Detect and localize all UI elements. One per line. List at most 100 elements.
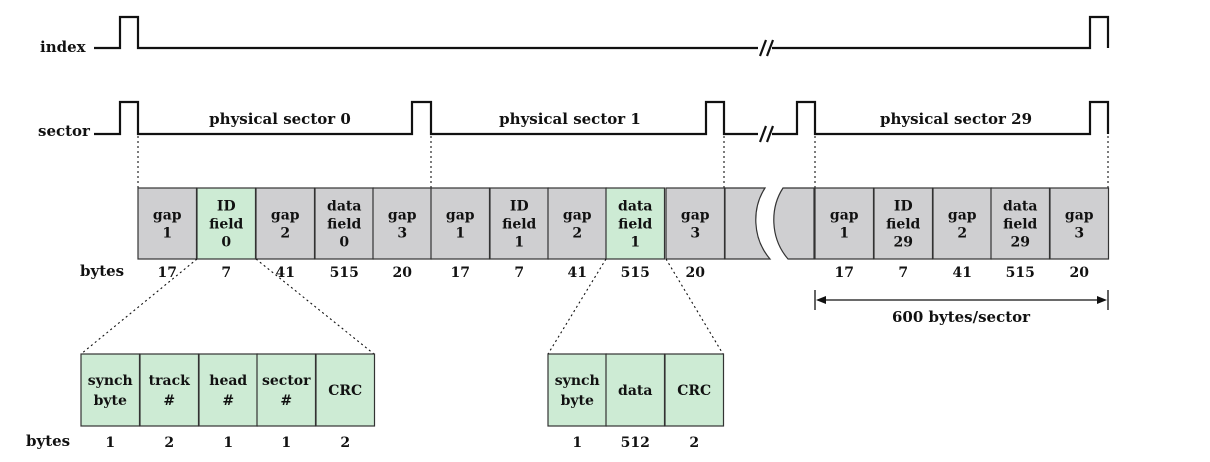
id-detail-cell: sector#1 bbox=[256, 353, 317, 451]
id-detail-cell-text: # bbox=[222, 393, 234, 409]
id-detail-bytes-label: bytes bbox=[26, 432, 70, 450]
track-cell-bytes: 20 bbox=[393, 265, 413, 281]
track-cell-text: gap bbox=[948, 208, 977, 224]
data-detail-cell-box bbox=[547, 353, 608, 427]
track-cell-bytes: 515 bbox=[621, 265, 650, 281]
track-cell-bytes: 17 bbox=[158, 265, 177, 281]
track-cell-bytes: 515 bbox=[330, 265, 359, 281]
data-field-expand-right bbox=[665, 258, 724, 355]
track-cell-bytes: 41 bbox=[276, 265, 295, 281]
id-detail-cell-bytes: 1 bbox=[281, 435, 291, 451]
track-cell-text: 3 bbox=[690, 226, 700, 242]
track-cell-box bbox=[547, 187, 608, 260]
track-cell-text: gap bbox=[153, 208, 182, 224]
track-cell-box bbox=[255, 187, 316, 260]
id-detail-cell-text: track bbox=[149, 373, 190, 389]
sector-size-label: 600 bytes/sector bbox=[892, 308, 1031, 326]
id-detail-cell-bytes: 1 bbox=[223, 435, 233, 451]
data-detail-cell-bytes: 512 bbox=[621, 435, 650, 451]
id-detail-cell-box bbox=[256, 353, 317, 427]
track-cell-text: 0 bbox=[221, 235, 231, 251]
id-detail-cell-text: sector bbox=[262, 373, 311, 389]
physical-sector-29-label: physical sector 29 bbox=[880, 110, 1032, 128]
track-cell-bytes: 20 bbox=[686, 265, 706, 281]
data-detail-cell-bytes: 1 bbox=[572, 435, 582, 451]
track-cell-bytes: 515 bbox=[1006, 265, 1035, 281]
track-cell-text: gap bbox=[1065, 208, 1094, 224]
track-cell-text: data bbox=[327, 199, 361, 215]
track-cell-text: field bbox=[1003, 217, 1037, 233]
track-cell-text: gap bbox=[563, 208, 592, 224]
id-detail-cell-text: # bbox=[163, 393, 175, 409]
index-waveform bbox=[94, 15, 758, 50]
track-cell-box bbox=[873, 187, 934, 260]
track-cell-text: ID bbox=[217, 199, 236, 215]
data-detail-cell-box bbox=[605, 353, 666, 427]
data-detail-cell-text: byte bbox=[561, 393, 594, 409]
track-cell-box bbox=[430, 187, 491, 260]
track-cell-text: 29 bbox=[1011, 235, 1030, 251]
track-cell-box bbox=[665, 187, 726, 260]
sector-waveform bbox=[94, 100, 758, 136]
sector-size-dimension bbox=[814, 290, 1109, 310]
track-cell: gap 2 41 bbox=[932, 187, 993, 281]
data-detail-cell: data 512 bbox=[605, 353, 666, 451]
track-cell-text: 3 bbox=[1074, 226, 1084, 242]
track-cell-text: gap bbox=[830, 208, 859, 224]
id-detail-cell: CRC 2 bbox=[315, 353, 376, 451]
track-cell-text: field bbox=[327, 217, 361, 233]
id-detail-cell-box bbox=[80, 353, 141, 427]
data-detail-cell-text: data bbox=[618, 383, 652, 399]
track-cell-text: gap bbox=[681, 208, 710, 224]
track-cell-bytes: 41 bbox=[953, 265, 972, 281]
track-break-left bbox=[724, 187, 772, 260]
id-detail-cell-text: CRC bbox=[328, 383, 362, 399]
sector-break-mark bbox=[758, 125, 775, 143]
track-cell-text: 1 bbox=[630, 235, 640, 251]
track-cell-text: 1 bbox=[455, 226, 465, 242]
track-cell-text: data bbox=[1003, 199, 1037, 215]
track-cell-bytes: 41 bbox=[568, 265, 587, 281]
track-cell-text: 3 bbox=[397, 226, 407, 242]
id-detail-cell-bytes: 1 bbox=[105, 435, 115, 451]
track-cell-box bbox=[605, 187, 666, 260]
track-cell-text: 1 bbox=[162, 226, 172, 242]
id-detail-cell-text: head bbox=[209, 373, 247, 389]
track-cell-bytes: 7 bbox=[221, 265, 231, 281]
track-cell-box bbox=[990, 187, 1051, 260]
track-break-right bbox=[773, 187, 815, 260]
track-cell-box bbox=[489, 187, 550, 260]
track-cell-text: field bbox=[618, 217, 652, 233]
data-detail-cell-text: CRC bbox=[677, 383, 711, 399]
index-waveform-after-break bbox=[772, 15, 1110, 50]
track-cell-text: ID bbox=[894, 199, 913, 215]
track-cell-text: 2 bbox=[572, 226, 582, 242]
data-detail-cell: CRC 2 bbox=[664, 353, 725, 451]
track-cell-box bbox=[196, 187, 257, 260]
sector-signal-label: sector bbox=[38, 122, 91, 140]
id-detail-cell-text: byte bbox=[94, 393, 127, 409]
track-cell-box bbox=[814, 187, 875, 260]
track-cell-text: field bbox=[886, 217, 920, 233]
data-detail-cell-bytes: 2 bbox=[689, 435, 699, 451]
track-cell: gap 3 20 bbox=[1049, 187, 1110, 281]
track-cell-text: 1 bbox=[839, 226, 849, 242]
track-cell-box bbox=[932, 187, 993, 260]
id-detail-cell-bytes: 2 bbox=[340, 435, 350, 451]
track-layout: gap117IDfield07gap241datafield0515gap320… bbox=[137, 187, 1110, 281]
physical-sector-1-label: physical sector 1 bbox=[499, 110, 641, 128]
track-cell-bytes: 7 bbox=[514, 265, 524, 281]
id-field-expand-right bbox=[255, 258, 375, 355]
index-break-mark bbox=[758, 39, 775, 57]
track-cell-text: 2 bbox=[957, 226, 967, 242]
track-cell-bytes: 20 bbox=[1070, 265, 1090, 281]
track-cell-text: 1 bbox=[514, 235, 524, 251]
index-signal-label: index bbox=[40, 38, 87, 56]
